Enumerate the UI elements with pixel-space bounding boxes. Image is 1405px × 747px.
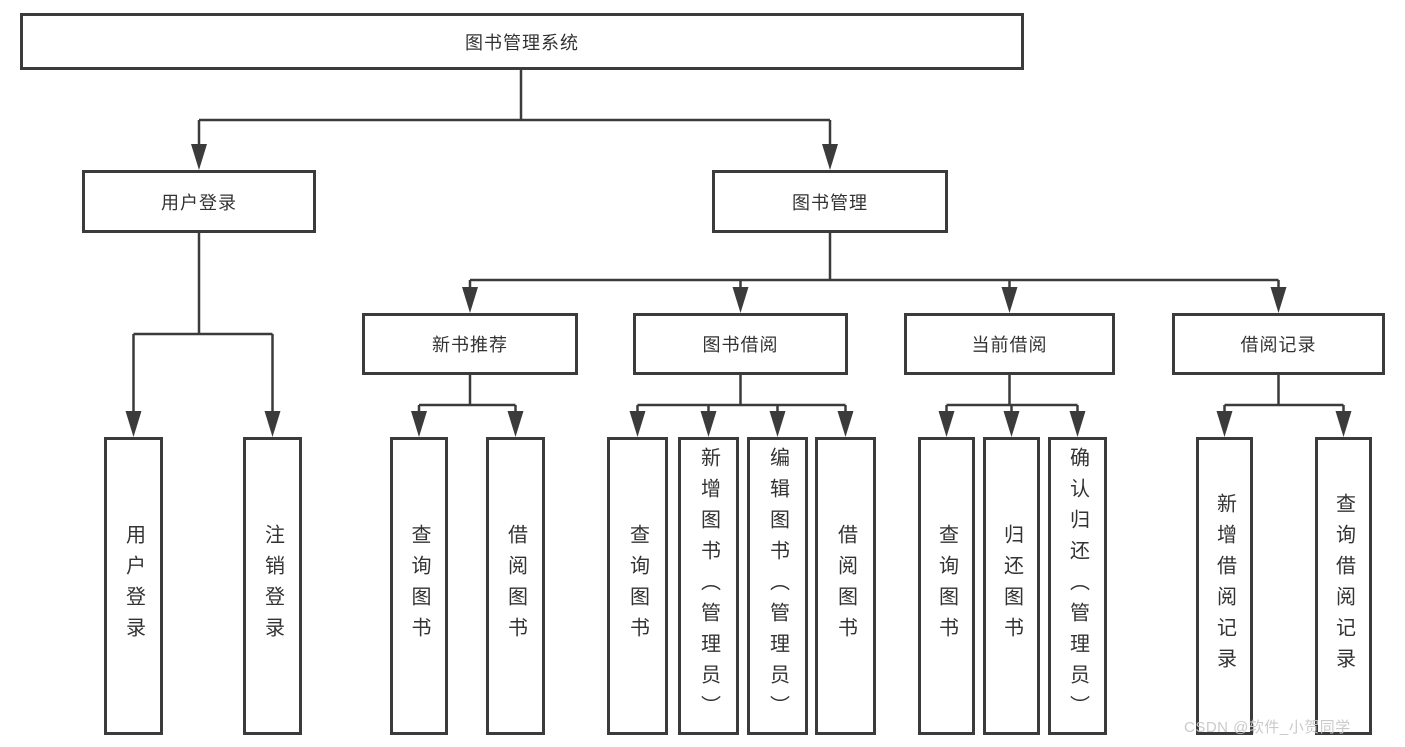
- arrow-down-icon: [822, 144, 838, 170]
- leaf-label: 借阅图书: [834, 524, 857, 648]
- node-borrow-records: 借阅记录: [1172, 313, 1385, 375]
- leaf-edit-books-admin: 编辑图书（管理员）: [747, 437, 808, 735]
- connector-borrow-records: [1216, 375, 1352, 437]
- leaf-label: 编辑图书（管理员）: [766, 446, 789, 726]
- leaf-label: 借阅图书: [504, 524, 527, 648]
- leaf-add-borrow-record: 新增借阅记录: [1196, 437, 1253, 735]
- connector-book-management: [462, 233, 1287, 313]
- node-book-management: 图书管理: [712, 170, 948, 233]
- arrow-down-icon: [462, 287, 478, 313]
- arrow-down-icon: [1069, 411, 1086, 437]
- leaf-label: 归还图书: [1000, 524, 1023, 648]
- arrow-down-icon: [264, 411, 281, 437]
- node-new-book-recommend: 新书推荐: [362, 313, 578, 375]
- leaf-query-books-current: 查询图书: [918, 437, 975, 735]
- arrow-down-icon: [507, 411, 524, 437]
- arrow-down-icon: [629, 411, 646, 437]
- leaf-borrow-books-recommend: 借阅图书: [486, 437, 545, 735]
- node-book-management-label: 图书管理: [792, 192, 868, 213]
- node-borrow-records-label: 借阅记录: [1240, 335, 1317, 355]
- connector-user-login: [125, 233, 281, 437]
- arrow-down-icon: [1001, 287, 1018, 313]
- leaf-query-books-recommend: 查询图书: [390, 437, 448, 735]
- leaf-borrow-books: 借阅图书: [815, 437, 876, 735]
- node-user-login: 用户登录: [82, 170, 316, 233]
- node-user-login-label: 用户登录: [161, 192, 237, 213]
- leaf-user-login-label: 用户登录: [122, 524, 145, 648]
- arrow-down-icon: [1335, 411, 1352, 437]
- node-root-label: 图书管理系统: [465, 32, 579, 53]
- leaf-label: 查询图书: [935, 524, 958, 648]
- leaf-logout-label: 注销登录: [261, 524, 284, 648]
- node-book-borrow: 图书借阅: [633, 313, 848, 375]
- connector-new-book-recommend: [411, 375, 524, 437]
- node-current-borrow-label: 当前借阅: [971, 335, 1048, 355]
- arrow-down-icon: [732, 287, 749, 313]
- leaf-label: 查询图书: [408, 524, 430, 648]
- arrow-down-icon: [191, 144, 207, 170]
- node-new-book-recommend-label: 新书推荐: [432, 335, 508, 355]
- connector-current-borrow: [938, 375, 1086, 437]
- arrow-down-icon: [1003, 411, 1020, 437]
- node-current-borrow: 当前借阅: [904, 313, 1115, 375]
- leaf-label: 查询图书: [626, 524, 649, 648]
- leaf-logout: 注销登录: [243, 437, 302, 735]
- arrow-down-icon: [700, 411, 717, 437]
- node-root: 图书管理系统: [20, 13, 1024, 70]
- leaf-label: 确认归还（管理员）: [1066, 446, 1089, 726]
- leaf-query-borrow-record: 查询借阅记录: [1315, 437, 1372, 735]
- leaf-user-login: 用户登录: [104, 437, 163, 735]
- arrow-down-icon: [1216, 411, 1233, 437]
- leaf-label: 新增借阅记录: [1213, 493, 1236, 679]
- arrow-down-icon: [411, 411, 427, 437]
- arrow-down-icon: [837, 411, 854, 437]
- csdn-watermark: CSDN @软件_小贺同学: [1184, 719, 1351, 736]
- node-book-borrow-label: 图书借阅: [702, 335, 779, 355]
- leaf-add-books-admin: 新增图书（管理员）: [678, 437, 739, 735]
- arrow-down-icon: [938, 411, 955, 437]
- connector-root: [191, 70, 838, 170]
- leaf-label: 查询借阅记录: [1332, 493, 1355, 679]
- arrow-down-icon: [1270, 287, 1287, 313]
- arrow-down-icon: [769, 411, 786, 437]
- leaf-return-books: 归还图书: [983, 437, 1040, 735]
- arrow-down-icon: [125, 411, 142, 437]
- leaf-confirm-return-admin: 确认归还（管理员）: [1048, 437, 1107, 735]
- connector-book-borrow: [629, 375, 854, 437]
- leaf-label: 新增图书（管理员）: [697, 446, 720, 726]
- leaf-query-books-borrow: 查询图书: [607, 437, 668, 735]
